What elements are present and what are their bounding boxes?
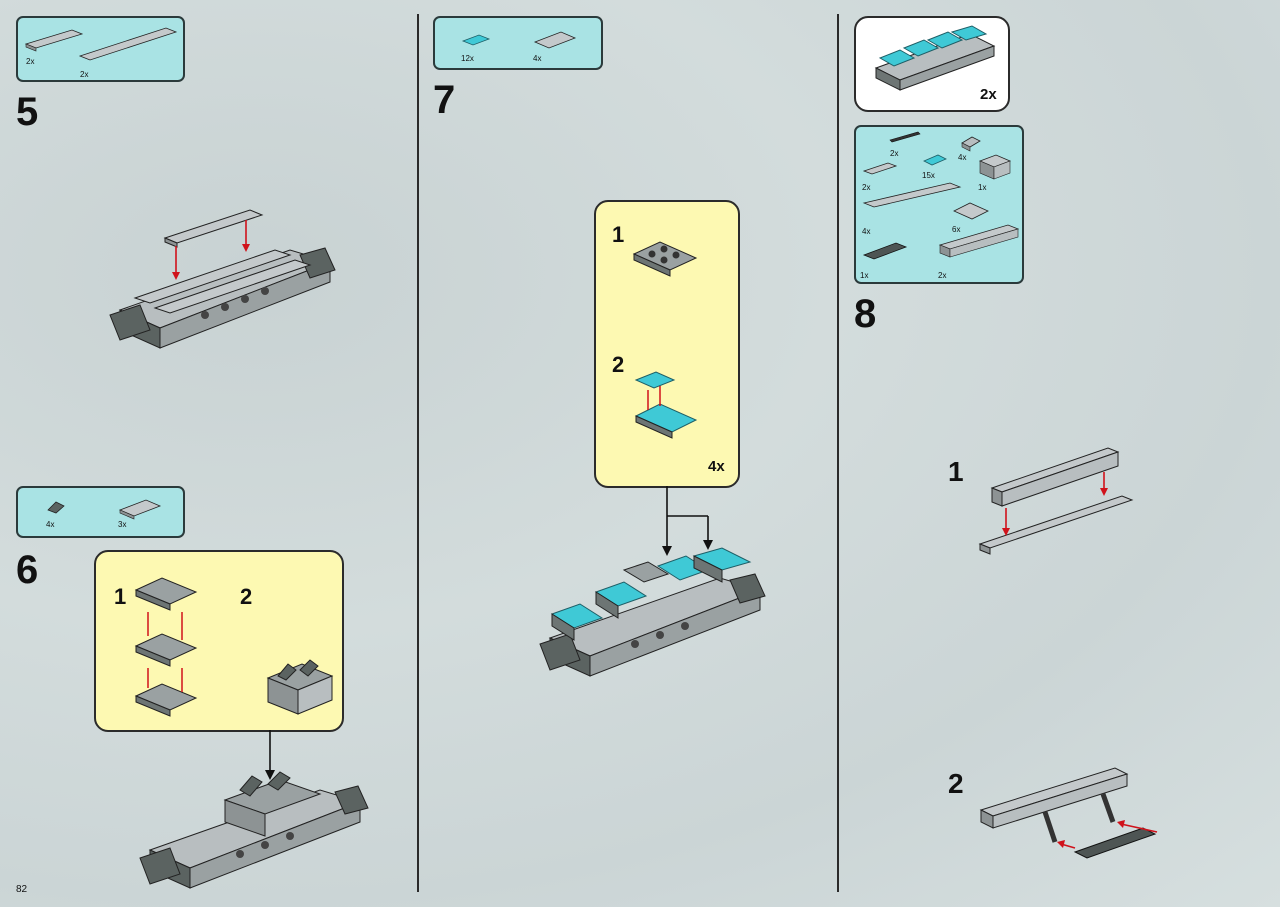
parts-list-step-5: 2x 2x — [16, 16, 185, 82]
part-qty: 2x — [938, 271, 947, 280]
parts-list-step-6: 4x 3x — [16, 486, 185, 538]
plate-1x10-icon — [78, 27, 178, 61]
part-qty: 6x — [952, 225, 961, 234]
sub-assembly-callout-step-7: 1 2 4x — [594, 200, 740, 488]
parts-list-step-8: 2x 4x 2x 15x 1x 4x 6x 1x 2x — [854, 125, 1024, 284]
part-qty: 4x — [862, 227, 871, 236]
technic-brick-1x8-icon — [938, 224, 1020, 258]
step-number: 6 — [16, 548, 39, 592]
plate-1x10-icon — [862, 182, 962, 208]
part-qty: 4x — [46, 520, 55, 529]
column-divider-left — [417, 14, 419, 892]
slope-icon — [47, 501, 65, 514]
part-qty: 1x — [978, 183, 987, 192]
substep-1-illustration — [978, 447, 1134, 555]
part-qty: 2x — [890, 149, 899, 158]
sub-assembly-callout-step-6: 1 2 — [94, 550, 344, 732]
callout-arrows — [662, 486, 713, 556]
part-qty: 1x — [860, 271, 869, 280]
part-qty: 2x — [862, 183, 871, 192]
sub-assembly-multiplier: 4x — [708, 458, 725, 475]
liftarm-icon — [862, 242, 908, 260]
substep-number: 1 — [114, 584, 127, 609]
parts-list-step-7: 12x 4x — [433, 16, 603, 70]
part-qty: 2x — [80, 70, 89, 79]
step-number: 8 — [854, 292, 877, 336]
step-number: 5 — [16, 90, 39, 134]
part-qty: 12x — [461, 54, 474, 63]
plate-1x4-icon — [862, 162, 898, 175]
substep-number: 2 — [240, 584, 253, 609]
part-qty: 15x — [922, 171, 935, 180]
part-qty: 4x — [533, 54, 542, 63]
submodel-illustration — [874, 25, 996, 91]
part-qty: 4x — [958, 153, 967, 162]
page-number: 82 — [16, 884, 28, 895]
substep-1-illustration — [632, 241, 698, 277]
plate-2x3-icon — [533, 31, 577, 49]
substep-2-illustration — [979, 767, 1158, 859]
tile-trans-blue-icon — [461, 34, 491, 46]
substep-number: 2 — [948, 768, 964, 799]
assembly-illustration-step-6 — [139, 771, 369, 889]
part-qty: 2x — [26, 57, 35, 66]
column-divider-right — [837, 14, 839, 892]
substep-number: 2 — [612, 352, 625, 377]
submodel-preview-step-8: 2x — [854, 16, 1010, 112]
assembly-illustration-step-7 — [539, 547, 766, 677]
brick-2x2-icon — [978, 154, 1012, 180]
step-number: 7 — [433, 78, 456, 122]
plate-1x6-icon — [24, 29, 84, 52]
part-qty: 3x — [118, 520, 127, 529]
callout-arrow — [265, 730, 275, 780]
submodel-multiplier: 2x — [980, 86, 997, 103]
axle-icon — [889, 131, 921, 143]
plate-2x3-icon — [118, 499, 162, 520]
plate-2x2-icon — [953, 202, 989, 220]
tile-trans-blue-icon — [923, 154, 947, 166]
substep-number: 1 — [612, 222, 625, 247]
substep-1-illustration — [134, 577, 198, 717]
slope-icon — [961, 136, 981, 152]
substep-number: 1 — [948, 456, 964, 487]
substep-2-illustration — [634, 371, 698, 439]
substep-2-illustration — [266, 659, 334, 715]
assembly-illustration-step-5 — [109, 209, 336, 349]
